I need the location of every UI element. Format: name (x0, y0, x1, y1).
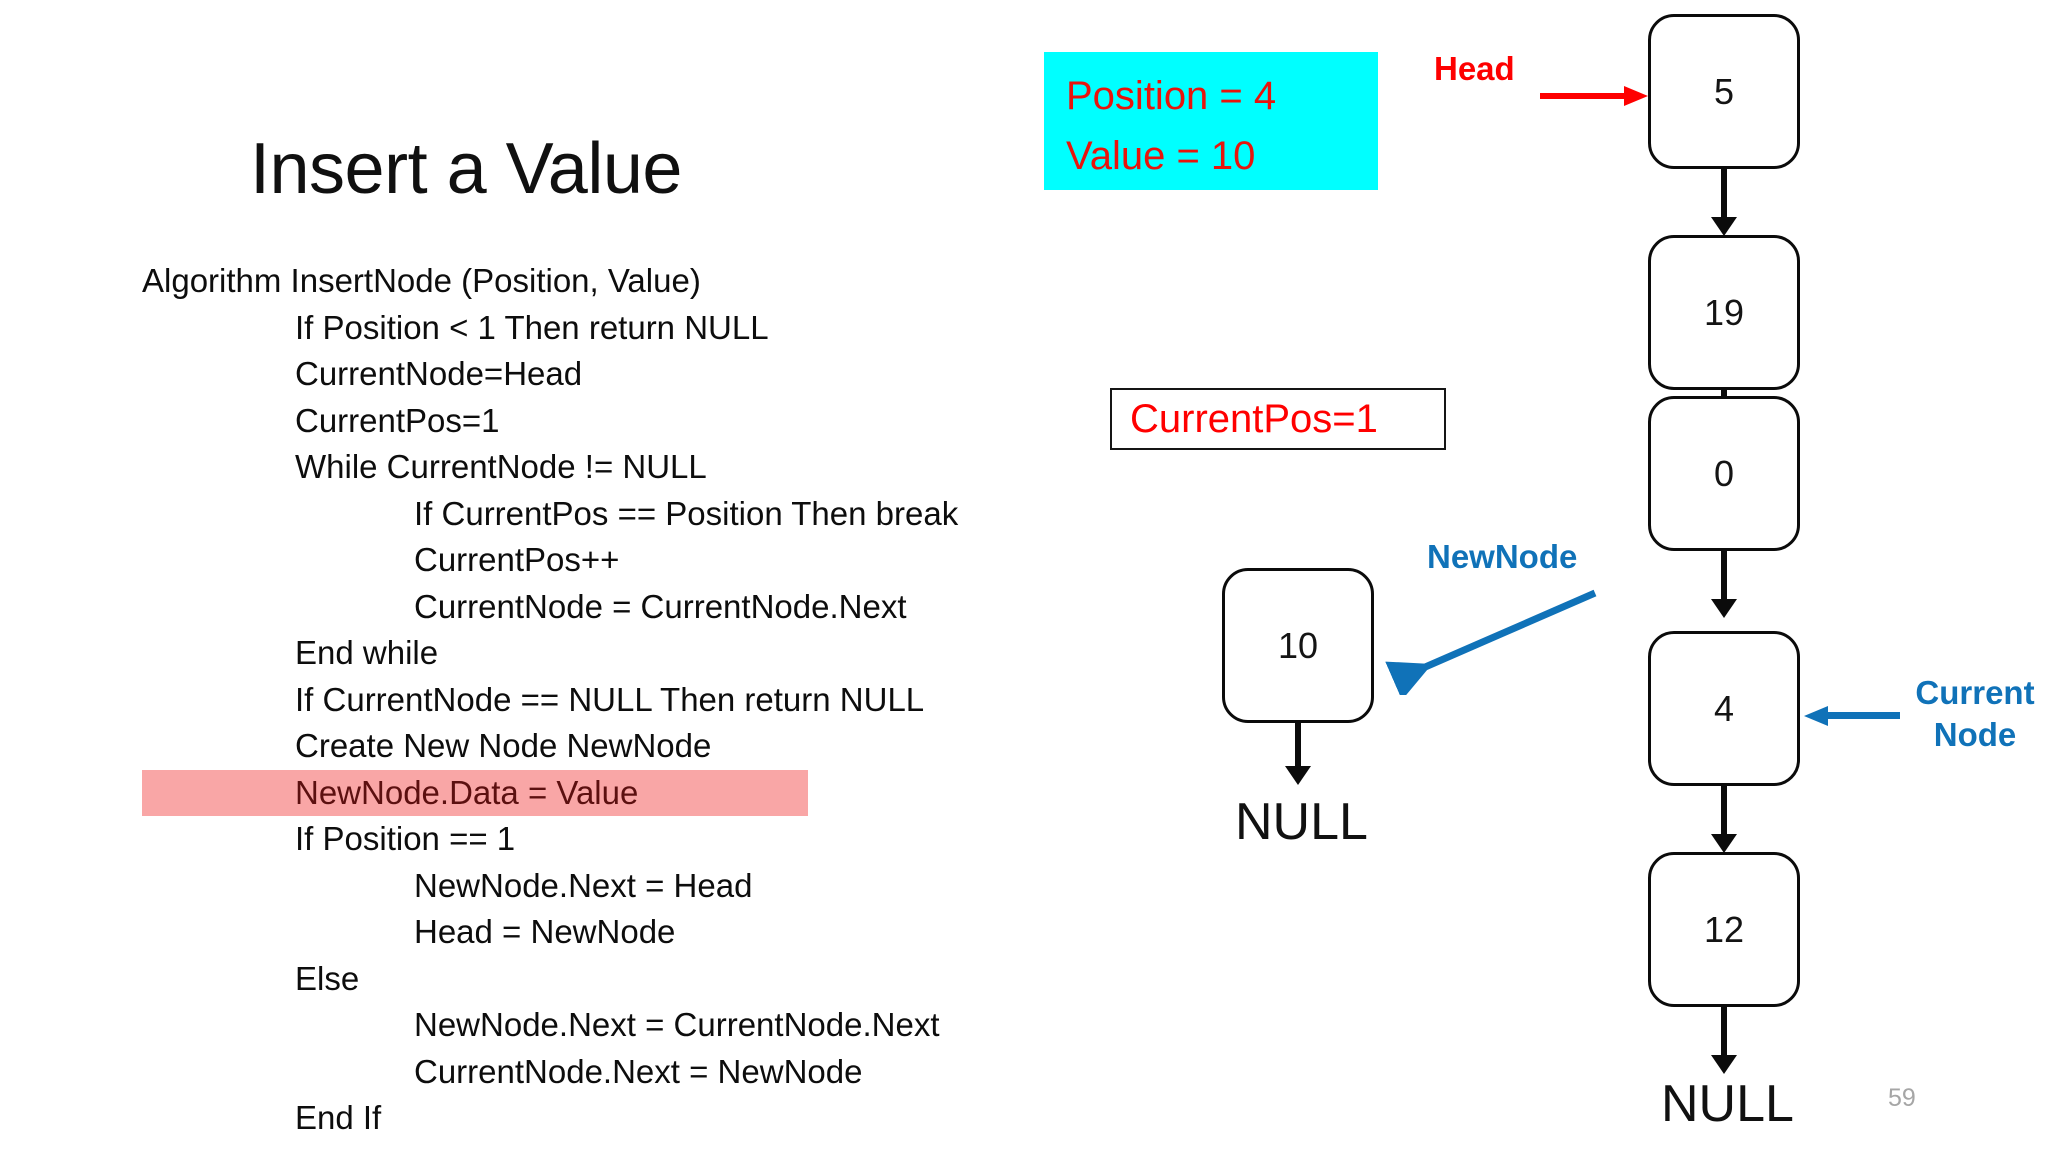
code-line: CurrentPos++ (142, 537, 1042, 584)
link-arrow-icon (1711, 1007, 1737, 1074)
code-line-text: Create New Node NewNode (295, 727, 712, 764)
code-line-text: While CurrentNode != NULL (295, 448, 707, 485)
code-line: If Position == 1 (142, 816, 1042, 863)
list-node: 12 (1648, 852, 1800, 1007)
code-line: NewNode.Next = Head (142, 863, 1042, 910)
code-line: If CurrentPos == Position Then break (142, 491, 1042, 538)
new-node-pointer-label: NewNode (1427, 538, 1578, 575)
new-node-null-terminator: NULL (1235, 793, 1368, 851)
current-node-label-line1: Current (1915, 674, 2035, 711)
code-line: Else (142, 956, 1042, 1003)
link-arrow-icon (1711, 786, 1737, 853)
node-value: 19 (1703, 291, 1745, 333)
current-node-label-line2: Node (1933, 716, 2017, 753)
currentpos-text: CurrentPos=1 (1130, 397, 1378, 441)
code-line-text: If CurrentNode == NULL Then return NULL (295, 680, 925, 718)
list-node: 0 (1648, 396, 1800, 551)
code-line-text: If Position == 1 (295, 820, 516, 857)
node-value: 4 (1713, 687, 1735, 729)
code-line: CurrentNode.Next = NewNode (142, 1049, 1042, 1096)
list-node: 19 (1648, 235, 1800, 390)
node-value: 5 (1713, 70, 1735, 112)
code-line-text: Head = NewNode (414, 913, 676, 950)
code-line: While CurrentNode != NULL (142, 444, 1042, 491)
code-line-text: End If (295, 1099, 382, 1136)
code-line-text: End while (295, 634, 439, 671)
head-pointer-label: Head (1434, 50, 1515, 87)
code-line: If CurrentNode == NULL Then return NULL (142, 677, 1042, 724)
code-line: Head = NewNode (142, 909, 1042, 956)
current-node-arrow-icon (1804, 706, 1900, 726)
code-line-text: If CurrentPos == Position Then break (414, 494, 959, 532)
code-line-highlighted: NewNode.Data = Value (142, 769, 808, 816)
parameters-info-box: Position = 4 Value = 10 (1044, 52, 1378, 190)
new-node: 10 (1222, 568, 1374, 723)
node-value: 0 (1713, 452, 1735, 494)
slide-number: 59 (1888, 1084, 1916, 1112)
code-line-text: Algorithm InsertNode (Position, Value) (142, 262, 701, 299)
code-line-text: CurrentNode.Next = NewNode (414, 1052, 863, 1090)
code-line-text: CurrentPos=1 (295, 401, 500, 439)
info-position-line: Position = 4 (1066, 74, 1277, 118)
new-node-arrow-icon (1385, 589, 1597, 695)
code-line: CurrentPos=1 (142, 398, 1042, 445)
link-arrow-icon (1711, 551, 1737, 618)
new-node-link-arrow-icon (1285, 723, 1311, 790)
code-line-text: Else (295, 959, 360, 997)
code-line-text: If Position < 1 Then return NULL (295, 308, 769, 346)
code-line-text: NewNode.Next = CurrentNode.Next (414, 1006, 940, 1043)
code-line-text: CurrentNode = CurrentNode.Next (414, 587, 907, 625)
code-line-text: NewNode.Next = Head (414, 866, 753, 904)
code-line-text: NewNode.Data = Value (295, 773, 639, 811)
code-line: CurrentNode = CurrentNode.Next (142, 584, 1042, 631)
code-line: End If (142, 1095, 1042, 1142)
node-value: 12 (1703, 908, 1745, 950)
code-line: NewNode.Next = CurrentNode.Next (142, 1002, 1042, 1049)
list-node: 4 (1648, 631, 1800, 786)
list-null-terminator: NULL (1661, 1075, 1794, 1133)
head-arrow-icon (1540, 86, 1648, 106)
algorithm-code-block: Algorithm InsertNode (Position, Value) I… (142, 258, 1042, 1142)
currentpos-status-box: CurrentPos=1 (1110, 388, 1446, 450)
page-title: Insert a Value (250, 129, 682, 209)
new-node-value: 10 (1277, 624, 1319, 666)
code-line: End while (142, 630, 1042, 677)
code-line: CurrentNode=Head (142, 351, 1042, 398)
code-line: If Position < 1 Then return NULL (142, 305, 1042, 352)
code-line-text: CurrentPos++ (414, 541, 620, 578)
info-value-line: Value = 10 (1066, 134, 1256, 178)
code-line: Algorithm InsertNode (Position, Value) (142, 258, 1042, 305)
code-line-text: CurrentNode=Head (295, 355, 583, 392)
code-line: Create New Node NewNode (142, 723, 1042, 770)
current-node-pointer-label: Current Node (1900, 672, 2048, 756)
list-node: 5 (1648, 14, 1800, 169)
link-arrow-icon (1711, 169, 1737, 236)
